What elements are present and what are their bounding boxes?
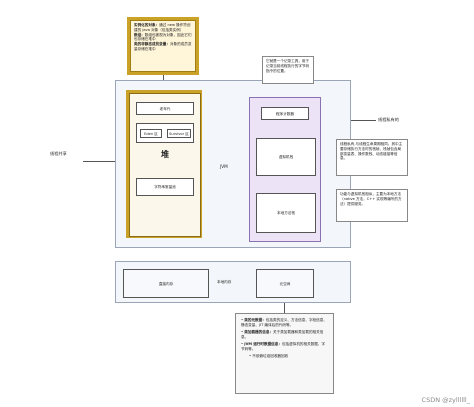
native-stack-box: 本地方法栈	[256, 193, 316, 233]
bullet-class-metadata-title: 类的元数据：	[244, 318, 266, 322]
bullet-classloader-body: 关于类加载器和类加载的相关信息。	[241, 330, 324, 339]
note-body-arrays: 数组也被视为对象，因此它们也存储在堆中	[134, 32, 192, 42]
string-pool-label: 字符串常量池	[154, 185, 176, 189]
note-title-arrays: 数组：	[134, 32, 145, 37]
bullet-runtime-body: 包括虚拟机的相关数据、字节码等。	[241, 342, 326, 351]
vm-stack-note-text: 线程私有,与线程生命周期相同。其中主要存储执行方法时的栈帧，栈帧包含局部变量表、…	[340, 142, 403, 161]
thread-private-region: 程序计数器 虚拟机栈 本地方法栈	[249, 97, 321, 242]
connector-thread-shared	[83, 161, 126, 162]
old-gen-box: 老年代	[136, 102, 194, 115]
watermark: CSDN @zyllllll_	[421, 396, 470, 404]
bullet-runtime-data: • JVM 运行时数据信息：包括虚拟机的相关数据、字节码等。	[241, 342, 326, 351]
bullet-class-metadata: • 类的元数据：包括类的定义、方法信息、字段信息、静态变量、JIT 编译后的代码…	[241, 318, 327, 327]
old-gen-label: 老年代	[159, 107, 171, 111]
native-memory-label: 本地内存	[217, 280, 232, 284]
bullet-class-metadata-body: 包括类的定义、方法信息、字段信息、静态变量、JIT 编译后的代码等。	[241, 318, 327, 327]
heap-contents-note: 实例化的对象：通过 new 操作符创建的 Java 对象（包括类实例） 数组：数…	[127, 17, 199, 75]
survivor-box: Survivor 区	[167, 129, 191, 138]
pc-note: 它就是一个记录工具，用于记录当前线程执行的字节码指令的位置。	[262, 56, 314, 84]
bullet-classloader-title: 类加载器的信息：	[244, 330, 274, 335]
string-pool-box: 字符串常量池	[136, 178, 194, 196]
bullet-gc-note-text: 不依赖垃圾回收器回收	[252, 354, 289, 359]
connector-bottom-note	[284, 303, 285, 313]
metaspace-contents-note: • 类的元数据：包括类的定义、方法信息、字段信息、静态变量、JIT 编译后的代码…	[235, 313, 334, 394]
heap-region: 老年代 Eden 区 Survivor 区 堆 字符串常量池	[126, 90, 202, 238]
note-body-members: 对象的成员变量存储在堆中	[134, 42, 192, 51]
note-title-objects: 实例化的对象：	[134, 23, 160, 27]
thread-shared-label: 线程共享	[50, 151, 67, 156]
note-body-objects: 通过 new 操作符创建的 Java 对象（包括类实例）	[134, 23, 191, 32]
bullet-runtime-title: JVM 运行时数据信息：	[244, 342, 282, 347]
vm-stack-note: 线程私有,与线程生命周期相同。其中主要存储执行方法时的栈帧，栈帧包含局部变量表、…	[336, 139, 408, 176]
pc-box: 程序计数器	[261, 107, 309, 120]
metaspace-box: 元空间	[256, 269, 314, 298]
native-stack-note-text: 功能与虚拟机栈相似，主要为本地方法（native 方法，C++ 实现等编写的方法…	[340, 192, 402, 206]
vm-stack-label: 虚拟机栈	[278, 155, 294, 159]
note-title-members: 类的非静态成员变量：	[134, 42, 170, 47]
direct-memory-label: 直接内存	[158, 282, 174, 286]
eden-box: Eden 区	[140, 129, 162, 138]
vm-stack-box: 虚拟机栈	[256, 138, 316, 176]
young-gen-box: Eden 区 Survivor 区	[136, 123, 194, 143]
heap-title: 堆	[161, 150, 169, 159]
native-stack-note: 功能与虚拟机栈相似，主要为本地方法（native 方法，C++ 实现等编写的方法…	[336, 189, 408, 222]
thread-private-label: 线程私有的	[378, 117, 399, 122]
bullet-gc-note: • 不依赖垃圾回收器回收	[249, 354, 289, 359]
survivor-label: Survivor 区	[169, 132, 189, 136]
pc-label: 程序计数器	[276, 112, 294, 116]
eden-label: Eden 区	[144, 132, 158, 136]
native-memory-container: 直接内存 本地内存 元空间	[115, 261, 351, 303]
metaspace-label: 元空间	[279, 282, 291, 286]
jvm-label: JVM	[220, 164, 228, 169]
pc-note-text: 它就是一个记录工具，用于记录当前线程执行的字节码指令的位置。	[266, 59, 310, 73]
bullet-classloader-info: • 类加载器的信息：关于类加载器和类加载的相关信息。	[241, 330, 324, 339]
direct-memory-box: 直接内存	[123, 269, 209, 298]
native-stack-label: 本地方法栈	[277, 211, 295, 215]
